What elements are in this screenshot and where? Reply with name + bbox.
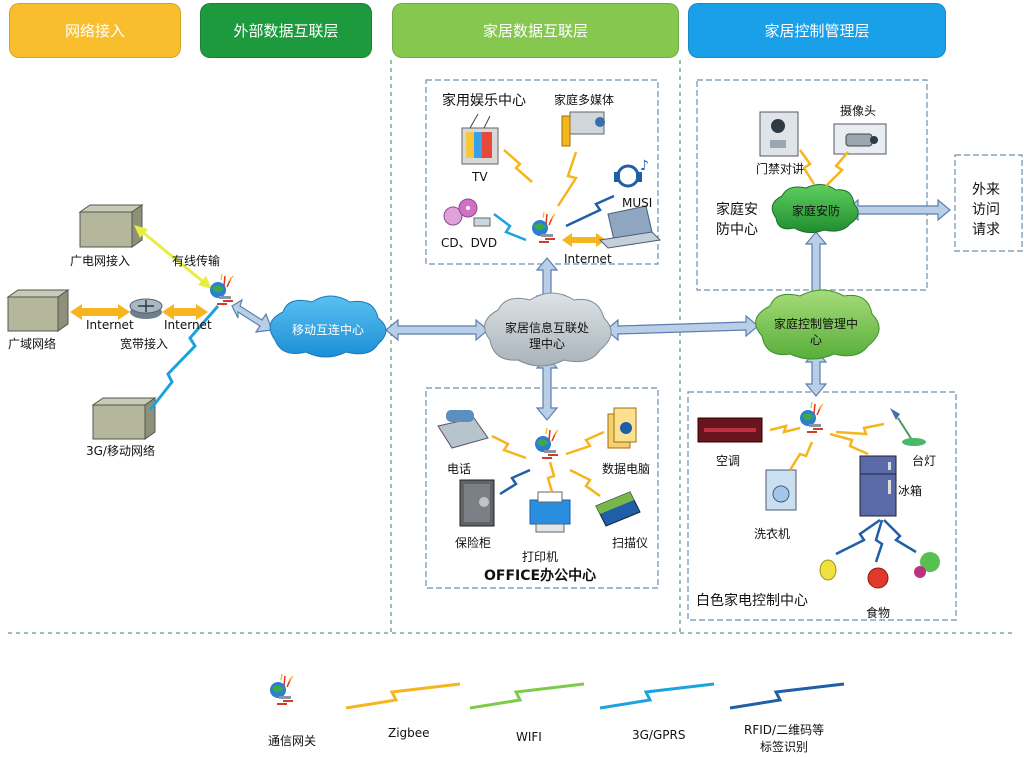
appliance-title: 白色家电控制中心 xyxy=(696,593,808,609)
cd-dvd-label: CD、DVD xyxy=(441,236,498,250)
data-computer-icon xyxy=(607,407,637,449)
fridge-label: 冰箱 xyxy=(898,484,923,498)
security-center-line2: 防中心 xyxy=(716,222,758,238)
header-network-access: 网络接入 xyxy=(9,3,181,58)
security-cloud: 家庭安防 xyxy=(776,203,856,219)
security-center-title: 家庭安 防中心 xyxy=(716,200,758,240)
phone-icon xyxy=(437,410,489,449)
legend-rfid-label: RFID/二维码等 标签识别 xyxy=(744,722,824,756)
intercom-icon xyxy=(759,111,799,157)
lamp-label: 台灯 xyxy=(912,454,937,468)
home-control-cloud: 家庭控制管理中 心 xyxy=(760,316,872,348)
music-label: MUSI xyxy=(622,196,653,210)
mobile-hub-label: 移动互连中心 xyxy=(291,323,364,337)
tv-label: TV xyxy=(472,170,488,184)
cd-icon xyxy=(443,198,491,227)
router-icon xyxy=(129,298,163,319)
legend-rfid-line2: 标签识别 xyxy=(760,740,809,754)
phone-label: 电话 xyxy=(447,462,472,476)
aircon-icon xyxy=(697,417,763,443)
office-title: OFFICE办公中心 xyxy=(484,568,597,584)
scanner-label: 扫描仪 xyxy=(612,536,649,550)
visitor-line2: 访问 xyxy=(972,202,1000,218)
broadcast-box-icon xyxy=(78,204,144,248)
visitor-line3: 请求 xyxy=(972,222,1000,238)
mobile-box-icon xyxy=(91,397,157,440)
mobile-3g-label: 3G/移动网络 xyxy=(86,444,155,458)
safe-label: 保险柜 xyxy=(455,536,492,550)
wired-label: 有线传输 xyxy=(172,254,221,268)
legend-gprs-label: 3G/GPRS xyxy=(632,728,686,742)
lamp-icon xyxy=(890,408,926,446)
home-info-cloud: 家居信息互联处 理中心 xyxy=(490,320,604,352)
security-center-line1: 家庭安 xyxy=(716,202,758,218)
mobile-hub-cloud: 移动互连中心 xyxy=(276,322,380,338)
safe-icon xyxy=(459,479,495,527)
aircon-label: 空调 xyxy=(716,454,741,468)
header-home-control: 家居控制管理层 xyxy=(688,3,946,58)
wan-label: 广域网络 xyxy=(8,337,57,351)
fridge-icon xyxy=(859,455,897,517)
food-label: 食物 xyxy=(866,606,891,620)
multimedia-label: 家庭多媒体 xyxy=(554,93,615,107)
food-icons xyxy=(819,552,940,589)
visitor-request: 外来 访问 请求 xyxy=(972,180,1000,240)
legend-wifi-label: WIFI xyxy=(516,730,542,744)
svg-text:♪: ♪ xyxy=(640,158,649,174)
broadcast-label: 广电网接入 xyxy=(70,254,131,268)
camera-icon xyxy=(833,123,887,155)
security-cloud-label: 家庭安防 xyxy=(791,204,840,218)
printer-icon xyxy=(529,491,571,533)
entertainment-title: 家用娱乐中心 xyxy=(442,93,526,109)
visitor-line1: 外来 xyxy=(972,182,1000,198)
internet-left-label: Internet xyxy=(86,318,134,332)
washer-icon xyxy=(765,469,797,511)
computer-label: 数据电脑 xyxy=(602,462,651,476)
projector-icon xyxy=(561,111,605,147)
home-control-label-line1: 家庭控制管理中 xyxy=(773,317,858,331)
ent-internet-label: Internet xyxy=(564,252,612,266)
legend-rfid-line1: RFID/二维码等 xyxy=(744,723,825,737)
legend-zigbee-label: Zigbee xyxy=(388,726,430,740)
wan-box-icon xyxy=(6,289,70,332)
home-info-label-line2: 理中心 xyxy=(528,337,565,351)
music-icon: ♪ xyxy=(614,158,649,188)
scanner-icon xyxy=(595,491,641,527)
printer-label: 打印机 xyxy=(522,550,559,564)
intercom-label: 门禁对讲 xyxy=(756,162,805,176)
tv-icon xyxy=(461,113,499,165)
washer-label: 洗衣机 xyxy=(754,527,791,541)
broadband-label: 宽带接入 xyxy=(120,337,169,351)
header-external-data: 外部数据互联层 xyxy=(200,3,372,58)
home-control-label-line2: 心 xyxy=(809,333,822,347)
header-home-data: 家居数据互联层 xyxy=(392,3,679,58)
home-info-label-line1: 家居信息互联处 xyxy=(504,321,589,335)
laptop-icon xyxy=(598,205,662,249)
internet-right-label: Internet xyxy=(164,318,212,332)
legend-gateway-label: 通信网关 xyxy=(268,734,317,748)
camera-label: 摄像头 xyxy=(840,104,877,118)
